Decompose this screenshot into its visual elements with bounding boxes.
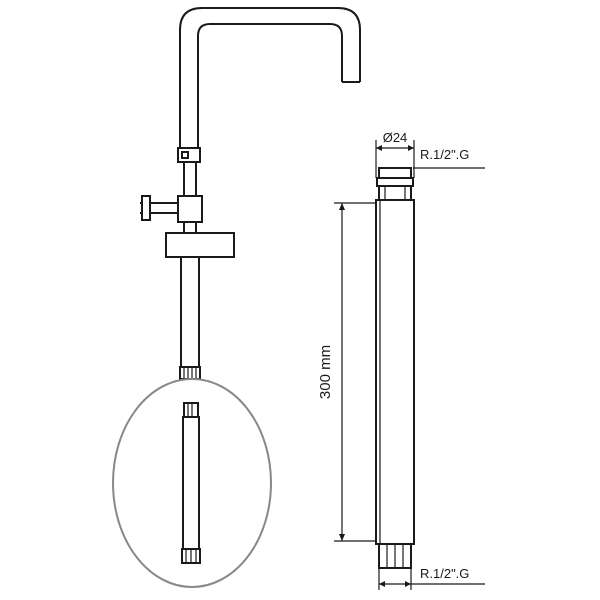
thread-top-label: R.1/2".G: [420, 147, 469, 162]
diameter-label: Ø24: [383, 130, 408, 145]
extension-drawing: [334, 140, 485, 590]
faucet-drawing: [140, 7, 361, 380]
length-label: 300 mm: [317, 345, 334, 399]
detail-ellipse: [112, 378, 272, 588]
thread-bottom-label: R.1/2".G: [420, 566, 469, 581]
extension-detail: [112, 378, 272, 588]
